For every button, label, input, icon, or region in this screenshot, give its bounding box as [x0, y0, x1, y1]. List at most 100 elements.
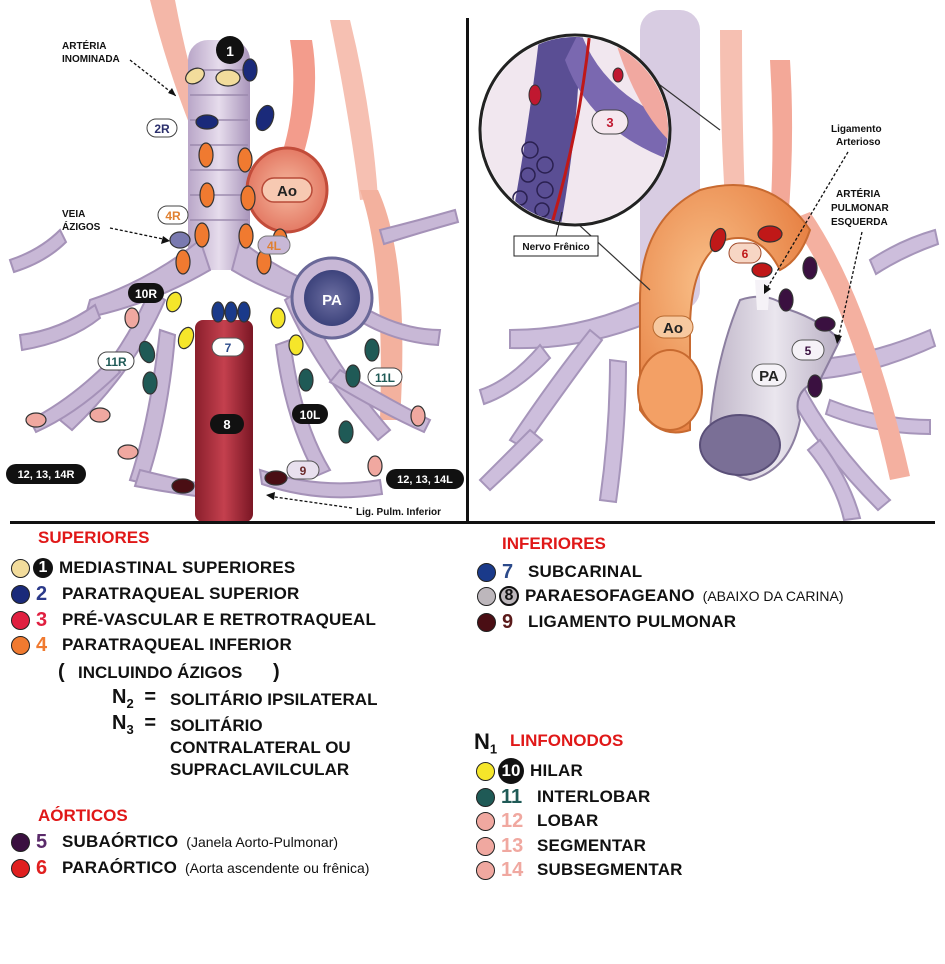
left-anatomy-illustration: Ao PA: [0, 0, 466, 522]
arrowhead-icon: [764, 284, 771, 294]
legend-item-11: 11 INTERLOBAR: [476, 786, 650, 808]
station-5-label: 5: [805, 344, 812, 358]
station-12-swatch: [476, 811, 495, 831]
station-9-badge: [286, 460, 320, 480]
n3-text-line2: CONTRALATERAL OU: [170, 738, 351, 757]
n3-letter: N: [112, 712, 127, 734]
annotations: Ligamento Arterioso ARTÉRIA PULMONAR ESQ…: [764, 124, 890, 344]
station-3-swatch: [11, 610, 30, 630]
station-7-swatch: [477, 562, 496, 582]
n3-equals: =: [144, 712, 157, 734]
lig-pulm-inferior-label: Lig. Pulm. Inferior: [356, 507, 441, 518]
station-4r-badge: [157, 205, 189, 225]
panel-divider-vertical: [466, 18, 469, 522]
station-3-description: PRÉ-VASCULAR E RETROTRAQUEAL: [62, 610, 377, 629]
station-1-swatch: [11, 558, 30, 578]
station-1-label: 1: [226, 43, 234, 59]
station-11r-badge: [97, 351, 135, 371]
n3-text-line1: SOLITÁRIO: [170, 716, 263, 735]
arteria-pulmonar-line1: ARTÉRIA: [836, 187, 880, 200]
incluindo-azigos: INCLUINDO ÁZIGOS: [78, 663, 243, 682]
station-14-swatch: [476, 860, 495, 880]
subclavian-artery: [770, 60, 793, 222]
station-4l-label: 4L: [267, 239, 281, 253]
left-subclavian-artery: [330, 20, 378, 200]
n2-text: SOLITÁRIO IPSILATERAL: [170, 690, 378, 709]
station-6-description: PARAÓRTICO: [62, 858, 178, 877]
station-8-subtext: (ABAIXO DA CARINA): [702, 588, 844, 604]
station-2r-badge: [146, 118, 178, 138]
station-9-swatch: [477, 612, 496, 632]
lig-pulm-inferior-pointer: [267, 495, 353, 509]
station-1-number: 1: [33, 558, 53, 578]
lymph-nodes: [709, 225, 836, 398]
arteria-pulmonar-line3: ESQUERDA: [831, 217, 888, 228]
right-anatomy-figure: Ao PA 6 5: [470, 0, 945, 522]
descending-aorta: [790, 212, 910, 480]
station-1-badge: [216, 36, 244, 64]
station-10l-badge: [292, 404, 328, 424]
station-13-description: SEGMENTAR: [537, 836, 647, 855]
station-11-number: 11: [501, 785, 523, 808]
veia-azigos-label-line2: ÁZIGOS: [62, 220, 101, 233]
carotid-artery: [720, 30, 745, 200]
station-4l-badge: [257, 235, 291, 255]
station-1-description: MEDIASTINAL SUPERIORES: [59, 558, 296, 577]
legend-item-3: 3 PRÉ-VASCULAR E RETROTRAQUEAL: [11, 609, 376, 631]
station-9-label: 9: [300, 464, 307, 478]
station-2-description: PARATRAQUEAL SUPERIOR: [62, 584, 300, 603]
station-labels: 1 2R 4R 4L 7 8 9 10R 10L 11R 11L 12, 13,…: [6, 36, 464, 489]
n2-letter: N: [112, 686, 127, 708]
station-8-badge: [210, 414, 244, 434]
annotations: ARTÉRIA INOMINADA VEIA ÁZIGOS Lig. Pulm.…: [62, 39, 441, 518]
station-10r-label: 10R: [135, 287, 157, 301]
n2-symbol: N2: [112, 686, 134, 711]
incluindo-close-paren: ): [273, 661, 280, 683]
station-8-number: 8: [499, 586, 519, 606]
n1-symbol: N1: [474, 729, 497, 756]
arteria-pulmonar-line2: PULMONAR: [831, 203, 890, 214]
station-12-number: 12: [501, 809, 524, 832]
station-labels: 6 5: [728, 242, 825, 361]
incluindo-open-paren: (: [58, 661, 65, 683]
nervo-frenico-pointer: [555, 211, 563, 237]
station-3-label: 3: [606, 115, 613, 130]
station-10l-label: 10L: [300, 408, 321, 422]
station-2-swatch: [11, 584, 30, 604]
n2-subscript: 2: [126, 696, 134, 711]
station-6-subtext: (Aorta ascendente ou frênica): [185, 860, 370, 876]
station-4r-label: 4R: [165, 209, 181, 223]
veia-azigos-label-line1: VEIA: [62, 209, 85, 220]
n3-definition: N3 =: [112, 712, 156, 737]
inferiores-title: INFERIORES: [502, 534, 606, 553]
aorticos-title: AÓRTICOS: [38, 806, 128, 825]
pulmonary-artery: [304, 270, 360, 326]
station-10-number: 10: [498, 758, 524, 784]
pa-label-pill: [751, 363, 787, 387]
station-4-number: 4: [36, 633, 48, 656]
n2-equals: =: [144, 686, 157, 708]
right-anatomy-illustration: Ao PA 6 5: [470, 0, 945, 522]
station-5-swatch: [11, 832, 30, 852]
station-8-swatch: [477, 586, 496, 606]
n3-text-line3: SUPRACLAVILCULAR: [170, 760, 350, 779]
station-5-number: 5: [36, 830, 48, 853]
station-12l-label: 12, 13, 14L: [397, 474, 453, 486]
station-3-badge: [591, 109, 629, 135]
arrowhead-icon: [266, 492, 275, 500]
station-12-description: LOBAR: [537, 811, 599, 830]
superiores-title: SUPERIORES: [38, 528, 150, 547]
legend-item-9: 9 LIGAMENTO PULMONAR: [477, 611, 736, 633]
station-13-swatch: [476, 836, 495, 856]
legend-item-2: 2 PARATRAQUEAL SUPERIOR: [11, 583, 300, 605]
station-8-label: 8: [223, 417, 230, 432]
station-4-swatch: [11, 635, 30, 655]
linfonodos-title: LINFONODOS: [510, 731, 624, 750]
legend-item-7: 7 SUBCARINAL: [477, 561, 642, 583]
nervo-frenico-label: Nervo Frênico: [522, 242, 589, 253]
pa-label: PA: [759, 368, 779, 385]
station-10-swatch: [476, 761, 495, 781]
legend-item-1: 1 MEDIASTINAL SUPERIORES: [11, 557, 295, 579]
station-11l-badge: [367, 367, 403, 387]
legend-item-6: 6 PARAÓRTICO (Aorta ascendente ou frênic…: [11, 857, 369, 879]
